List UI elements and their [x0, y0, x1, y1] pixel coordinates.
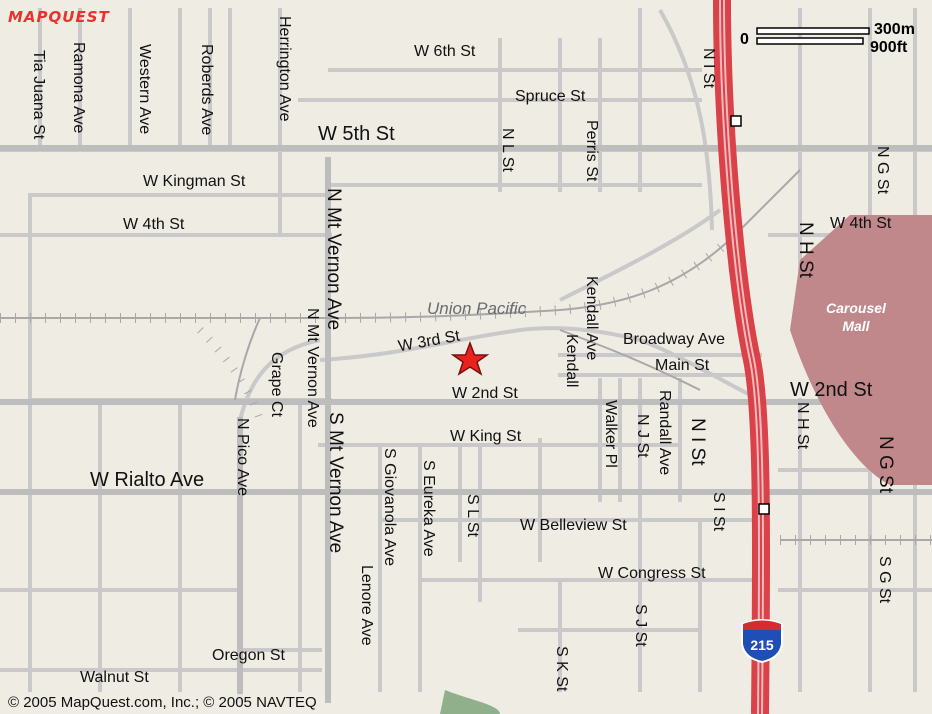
street-label: Perris St [583, 120, 600, 182]
street-label: Randall Ave [656, 390, 673, 476]
street-label: Tia Juana St [30, 50, 47, 140]
copyright-notice: © 2005 MapQuest.com, Inc.; © 2005 NAVTEQ [6, 694, 319, 711]
minor-streets [0, 8, 932, 692]
street-label: N G St [874, 146, 891, 195]
scale-metric-label: 300m [874, 21, 915, 38]
street-label: W 2nd St [790, 379, 873, 401]
street-label: N H St [795, 222, 816, 278]
street-label: N L St [499, 128, 516, 172]
street-label: W 4th St [830, 215, 892, 232]
street-label: N G St [875, 436, 896, 494]
street-label: Main St [655, 357, 710, 374]
street-label: Grape Ct [268, 352, 285, 417]
street-label: W 6th St [414, 43, 476, 60]
street-label: N Pico Ave [234, 418, 251, 496]
street-label: W Kingman St [143, 173, 246, 190]
major-streets [0, 145, 932, 703]
mall-label-line1: Carousel [826, 300, 886, 316]
street-label: W King St [450, 428, 522, 445]
street-label: S Mt Vernon Ave [325, 412, 346, 554]
street-label: W 4th St [123, 216, 185, 233]
mall-label-line2: Mall [842, 317, 870, 334]
street-label: Herrington Ave [276, 16, 293, 122]
railroad [0, 169, 932, 545]
street-label: W Belleview St [520, 517, 627, 534]
street-label: N H St [794, 402, 811, 450]
street-label: W Congress St [598, 565, 706, 582]
street-label: S Giovanola Ave [381, 448, 398, 567]
street-label: N J St [634, 414, 651, 458]
scale-imperial-label: 900ft [870, 39, 908, 56]
street-label: Kendall [563, 334, 580, 388]
street-label: Western Ave [136, 44, 153, 135]
street-label: Ramona Ave [70, 42, 87, 134]
curved-streets [238, 9, 761, 421]
interchange-marker [730, 115, 742, 127]
interstate-215 [713, 0, 771, 714]
street-label: Oregon St [212, 647, 285, 664]
street-label: Broadway Ave [623, 331, 725, 348]
street-label: S I St [710, 492, 727, 532]
street-label: N I St [687, 418, 708, 466]
interstate-shield: 215 [741, 619, 783, 664]
interchange-marker [758, 503, 770, 515]
street-label: S L St [464, 494, 481, 537]
scale-bar [756, 27, 870, 45]
street-label: Walnut St [80, 669, 149, 686]
street-label: Roberds Ave [198, 44, 215, 136]
mapquest-logo: MAPQUEST [8, 8, 110, 26]
carousel-mall-area [790, 215, 932, 485]
street-label: S G St [876, 556, 893, 604]
street-label: S K St [553, 646, 570, 692]
street-label: Lenore Ave [358, 565, 375, 646]
street-label: W Rialto Ave [90, 469, 205, 491]
street-label: N I St [700, 48, 717, 89]
shield-number: 215 [750, 637, 774, 653]
street-label: N Mt Vernon Ave [304, 308, 321, 428]
street-label: Walker Pl [602, 400, 619, 468]
location-star-marker[interactable] [450, 340, 490, 376]
street-label: W 5th St [318, 123, 395, 145]
street-label: S Eureka Ave [420, 460, 437, 557]
park-area [440, 690, 500, 714]
street-label: Spruce St [515, 88, 586, 105]
street-label: N Mt Vernon Ave [323, 188, 344, 331]
carousel-mall-label: Carousel Mall [826, 300, 886, 335]
rail-label: Union Pacific [427, 299, 527, 318]
street-label: S J St [632, 604, 649, 647]
scale-zero-label: 0 [740, 31, 749, 48]
street-label: W 2nd St [452, 385, 518, 402]
street-label: Kendall Ave [583, 276, 600, 361]
